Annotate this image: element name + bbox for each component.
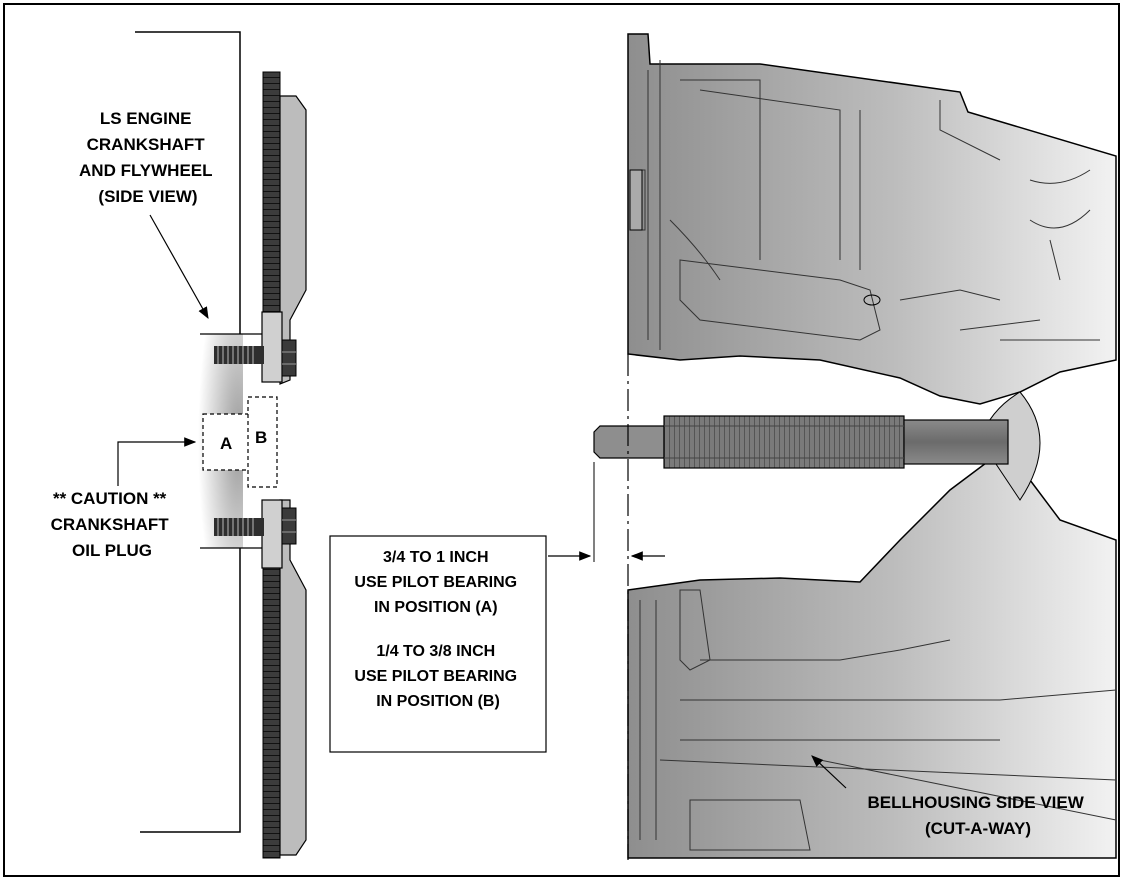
pilot-bearing-position-b <box>247 396 278 488</box>
bellhousing-leader-arrow <box>811 755 847 789</box>
input-shaft <box>593 415 1009 469</box>
diagram-border <box>3 3 1120 877</box>
pilot-bearing-spec-box <box>329 535 547 753</box>
caution-leader-arrow <box>117 437 197 486</box>
pilot-bearing-spec-text: 3/4 TO 1 INCH USE PILOT BEARING IN POSIT… <box>354 549 521 710</box>
flywheel-bolt-upper <box>214 339 297 377</box>
pilot-bearing-position-a <box>202 413 250 471</box>
flywheel-bolt-lower <box>214 507 297 545</box>
position-a-label: A <box>220 434 232 453</box>
position-b-label: B <box>255 428 267 447</box>
engine-label: LS ENGINE CRANKSHAFT AND FLYWHEEL (SIDE … <box>79 109 217 206</box>
engine-leader-arrow <box>149 214 209 320</box>
bellhousing-label: BELLHOUSING SIDE VIEW (CUT-A-WAY) <box>867 793 1088 838</box>
caution-label: ** CAUTION ** CRANKSHAFT OIL PLUG <box>51 489 174 560</box>
bellhousing <box>627 33 1117 859</box>
